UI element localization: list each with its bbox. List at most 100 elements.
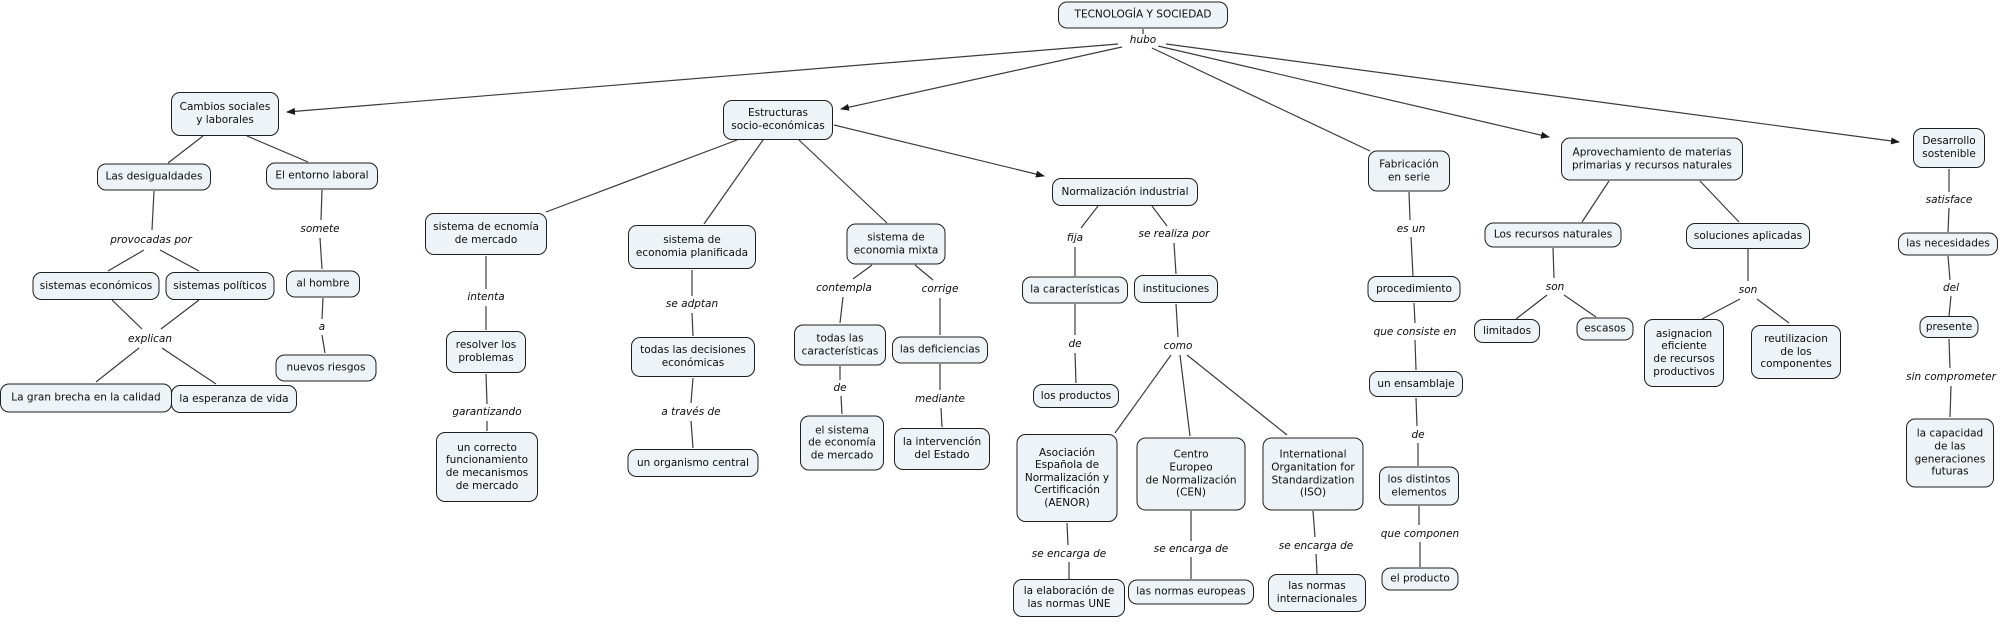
concept-node-aenor[interactable]: Asociación Española de Normalización y C… [1016,434,1118,522]
connector-line [160,299,200,330]
connector-line [246,135,309,163]
concept-node-normas-une[interactable]: la elaboración de las normas UNE [1013,579,1125,617]
link-label-se-encarga-de-aenor: se encarga de [1028,548,1110,560]
concept-node-al-hombre[interactable]: al hombre [286,270,360,298]
concept-node-las-desigualdades[interactable]: Las desigualdades [97,163,211,191]
connector-line [1312,510,1316,538]
link-label-explican: explican [124,333,176,345]
link-label-mediante: mediante [912,393,968,405]
concept-node-procedimiento[interactable]: procedimiento [1367,276,1461,302]
concept-node-cambios-sociales[interactable]: Cambios sociales y laborales [171,92,279,136]
concept-node-reutilizacion-componentes[interactable]: reutilizacion de los componentes [1751,325,1841,379]
link-label-de-mixta: de [830,382,850,394]
concept-node-cen[interactable]: Centro Europeo de Normalización (CEN) [1136,437,1246,511]
connector-line [1699,180,1740,223]
connector-line [321,334,326,354]
connector-line [1315,553,1318,575]
concept-node-normas-internacionales[interactable]: las normas internacionales [1268,574,1366,612]
concept-node-el-sistema-de-economia[interactable]: el sistema de economía de mercado [800,415,884,471]
connector-line [545,139,738,213]
concept-node-sistemas-politicos[interactable]: sistemas políticos [165,272,275,300]
connector-line [1701,298,1741,320]
concept-node-todas-las-caracteristicas[interactable]: todas las características [794,324,886,366]
concept-node-presente[interactable]: presente [1919,316,1979,338]
concept-node-sistemas-economicos[interactable]: sistemas económicos [32,272,160,300]
link-label-contempla: contempla [813,282,875,294]
concept-node-gran-brecha[interactable]: La gran brecha en la calidad [0,383,172,413]
connector-line [852,264,873,280]
concept-node-la-capacidad-generaciones[interactable]: la capacidad de las generaciones futuras [1906,418,1994,488]
concept-node-soluciones-aplicadas[interactable]: soluciones aplicadas [1686,223,1810,249]
concept-node-sistema-economia-de-mercado[interactable]: sistema de ecnomía de mercado [425,213,547,255]
connector-line [1074,352,1077,384]
link-label-son-soluciones: son [1735,284,1761,296]
concept-node-resolver-los-problemas[interactable]: resolver los problemas [446,331,526,373]
link-label-hubo: hubo [1126,34,1160,46]
concept-node-la-intervencion-del-estado[interactable]: la intervención del Estado [894,428,990,470]
connector-line [1415,397,1418,427]
concept-node-un-correcto-funcionamiento[interactable]: un correcto funcionamiento de mecanismos… [436,432,538,502]
link-label-del: del [1939,282,1963,294]
connector-line [159,249,200,272]
concept-node-instituciones[interactable]: instituciones [1134,275,1218,303]
concept-node-normalizacion-industrial[interactable]: Normalización industrial [1052,178,1198,206]
concept-node-un-ensamblaje[interactable]: un ensamblaje [1369,371,1463,397]
connector-line [1563,294,1597,318]
connector-line [691,312,694,337]
link-label-a: a [315,321,329,333]
connector-line [1413,302,1416,324]
link-label-sin-comprometer: sin comprometer [1903,371,1999,383]
concept-node-las-necesidades[interactable]: las necesidades [1898,232,1998,256]
connector-line [286,43,1119,115]
concept-node-desarrollo-sostenible[interactable]: Desarrollo sostenible [1913,128,1985,168]
link-label-garantizando: garantizando [449,406,525,418]
concept-node-estructuras-socioeconomicas[interactable]: Estructuras socio-económicas [723,100,833,140]
connector-line [914,264,934,281]
concept-node-normas-europeas[interactable]: las normas europeas [1128,579,1254,605]
connector-line [690,420,694,449]
concept-node-fabricacion-en-serie[interactable]: Fabricación en serie [1368,150,1450,192]
connector-line [167,135,204,164]
concept-node-limitados[interactable]: limitados [1474,319,1540,343]
concept-node-todas-las-decisiones[interactable]: todas las decisiones económicas [631,337,755,377]
concept-node-nuevos-riesgos[interactable]: nuevos riesgos [275,354,377,382]
link-label-intenta: intenta [464,291,508,303]
connector-line [703,139,764,225]
concept-node-los-productos[interactable]: los productos [1033,384,1119,408]
connector-line [1515,294,1548,320]
connector-line [1414,339,1417,371]
connector-line [161,347,217,385]
concept-node-asignacion-eficiente[interactable]: asignacion eficiente de recursos product… [1644,319,1724,387]
concept-node-un-organismo-central[interactable]: un organismo central [627,449,759,477]
concept-node-el-producto[interactable]: el producto [1381,567,1459,591]
connector-line [840,395,843,415]
link-label-satisface: satisface [1922,194,1976,206]
concept-node-sistema-economia-planificada[interactable]: sistema de economia planificada [628,225,756,269]
concept-node-el-entorno-laboral[interactable]: El entorno laboral [266,162,378,190]
connector-line [151,190,155,231]
concept-node-la-caracteristicas[interactable]: la características [1022,276,1128,304]
connector-line [833,124,1045,178]
concept-node-esperanza-de-vida[interactable]: la esperanza de vida [171,385,297,413]
concept-node-tecnologia-y-sociedad[interactable]: TECNOLOGÍA Y SOCIEDAD [1058,1,1228,29]
concept-node-los-distintos-elementos[interactable]: los distintos elementos [1379,466,1459,506]
link-label-se-adptan: se adptan [662,298,722,310]
connector-line [1151,47,1371,152]
link-label-como: como [1160,340,1196,352]
connector-line [321,297,324,320]
connector-line [1948,295,1952,317]
link-label-es-un: es un [1393,223,1429,235]
link-label-de-caracteristicas: de [1065,338,1085,350]
concept-node-los-recursos-naturales[interactable]: Los recursos naturales [1484,222,1622,248]
concept-node-las-deficiencias[interactable]: las deficiencias [892,336,988,364]
connector-line [940,407,943,428]
link-label-que-consiste-en: que consiste en [1370,326,1460,338]
connector-line [1756,298,1790,324]
concept-node-aprovechamiento-materias[interactable]: Aprovechamiento de materias primarias y … [1561,137,1743,181]
concept-node-sistema-economia-mixta[interactable]: sistema de economia mixta [846,223,946,265]
link-label-que-componen: que componen [1377,528,1463,540]
connector-line [485,373,488,405]
concept-node-iso[interactable]: International Organitation for Standardi… [1262,437,1364,511]
concept-node-escasos[interactable]: escasos [1576,317,1634,341]
